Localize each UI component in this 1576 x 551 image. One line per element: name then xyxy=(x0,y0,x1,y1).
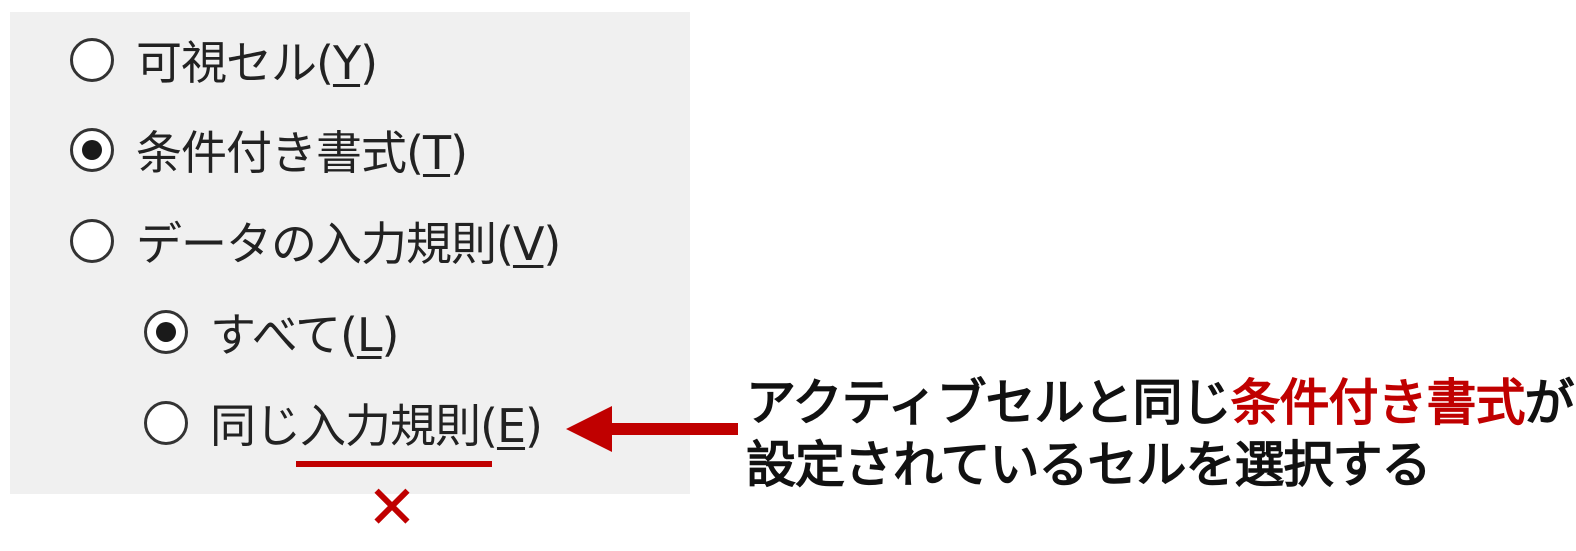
option-label: 同じ入力規則(E) xyxy=(210,399,543,453)
radio-data-validation[interactable]: データの入力規則(V) xyxy=(70,211,561,271)
radio-button[interactable] xyxy=(70,38,114,82)
annotation-callout: アクティブセルと同じ条件付き書式が 設定されているセルを選択する xyxy=(746,372,1575,496)
radio-validation-same[interactable]: 同じ入力規則(E) xyxy=(144,393,543,453)
option-label: すべて(L) xyxy=(210,308,399,362)
radio-button-checked[interactable] xyxy=(70,128,114,172)
option-label: 可視セル(Y) xyxy=(136,36,378,90)
option-label: データの入力規則(V) xyxy=(136,217,561,271)
x-mark-icon: ✕ xyxy=(366,473,418,543)
callout-line-1: アクティブセルと同じ条件付き書式が xyxy=(746,374,1575,432)
radio-button-checked[interactable] xyxy=(144,310,188,354)
dialog-panel: 可視セル(Y) 条件付き書式(T) データの入力規則(V) すべて(L) 同じ入… xyxy=(10,12,690,494)
radio-validation-all[interactable]: すべて(L) xyxy=(144,302,399,362)
radio-visible-cells[interactable]: 可視セル(Y) xyxy=(70,30,378,90)
radio-button[interactable] xyxy=(70,219,114,263)
red-underline-mark xyxy=(296,461,492,467)
callout-line-2: 設定されているセルを選択する xyxy=(746,436,1431,494)
radio-conditional-formats[interactable]: 条件付き書式(T) xyxy=(70,120,468,180)
radio-button[interactable] xyxy=(144,401,188,445)
left-arrow-icon xyxy=(566,406,738,452)
callout-highlight: 条件付き書式 xyxy=(1230,374,1526,432)
option-label: 条件付き書式(T) xyxy=(136,126,468,180)
